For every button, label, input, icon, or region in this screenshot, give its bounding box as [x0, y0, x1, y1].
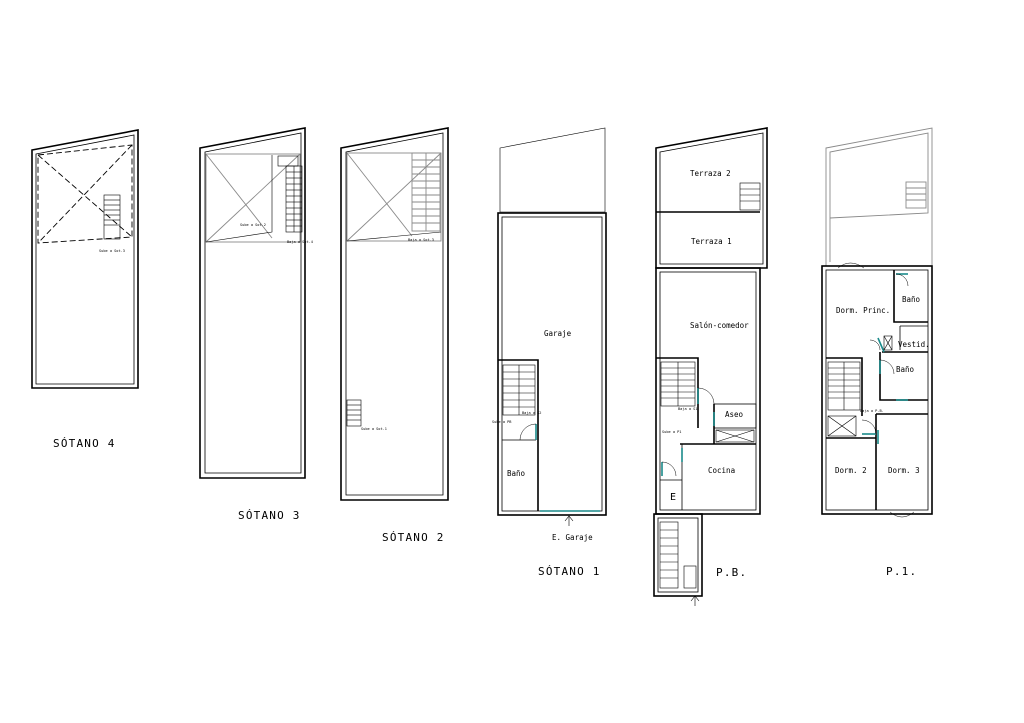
entry-mark: E	[670, 492, 676, 503]
stair-note-down-pb: Baja a S1	[678, 407, 697, 411]
stair-note-down-s2: Baja a Sot.3	[408, 238, 434, 242]
title-sotano-2: SÓTANO 2	[382, 531, 445, 544]
room-bath-s1: Baño	[507, 469, 526, 478]
title-planta-baja: P.B.	[716, 566, 747, 579]
room-terrace-2: Terraza 2	[690, 169, 731, 178]
title-sotano-1: SÓTANO 1	[538, 565, 601, 578]
stair-note-p1: Baja a P.B.	[860, 409, 884, 413]
room-kitchen: Cocina	[708, 466, 735, 475]
plan-sotano-4: Sube a Sot.3 SÓTANO 4	[31, 129, 139, 450]
plan-sotano-3: Sube a Sot.2 Baja a Sot.4 SÓTANO 3	[199, 127, 313, 522]
room-bedroom-2: Dorm. 2	[835, 466, 867, 475]
room-master-bedroom: Dorm. Princ.	[836, 306, 890, 315]
room-garage: Garaje	[544, 329, 572, 338]
plan-planta-baja: Terraza 2 Terraza 1 Salón-comedor Aseo C…	[653, 127, 768, 606]
stair-note-up-s2: Sube a Sot.1	[361, 427, 387, 431]
room-toilet: Aseo	[725, 410, 744, 419]
stair-note-up-s1: Sube a PB	[492, 420, 511, 424]
room-bedroom-3: Dorm. 3	[888, 466, 920, 475]
title-planta-1: P.1.	[886, 565, 917, 578]
room-terrace-1: Terraza 1	[691, 237, 732, 246]
plan-sotano-2: Baja a Sot.3 Sube a Sot.1 SÓTANO 2	[340, 127, 449, 544]
title-sotano-3: SÓTANO 3	[238, 509, 301, 522]
plan-sotano-1: Baja a S2 Sube a PB Garaje Baño E. Garaj…	[492, 127, 607, 578]
room-living-dining: Salón-comedor	[690, 321, 749, 330]
room-bath-1: Baño	[902, 295, 921, 304]
title-sotano-4: SÓTANO 4	[53, 437, 116, 450]
stair-note-s4: Sube a Sot.3	[99, 249, 125, 253]
plan-planta-1: Baja a P.B. Dorm. Princ. Baño Vestid. Ba…	[821, 127, 933, 578]
stair-note-up-pb: Sube a P1	[662, 430, 681, 434]
stair-note-down-s3: Baja a Sot.4	[287, 240, 313, 244]
room-dressing: Vestid.	[898, 340, 930, 349]
stair-note-down-s1: Baja a S2	[522, 411, 541, 415]
room-bath-2: Baño	[896, 365, 915, 374]
garage-entrance-label: E. Garaje	[552, 533, 593, 542]
stair-note-up-s3: Sube a Sot.2	[240, 223, 266, 227]
